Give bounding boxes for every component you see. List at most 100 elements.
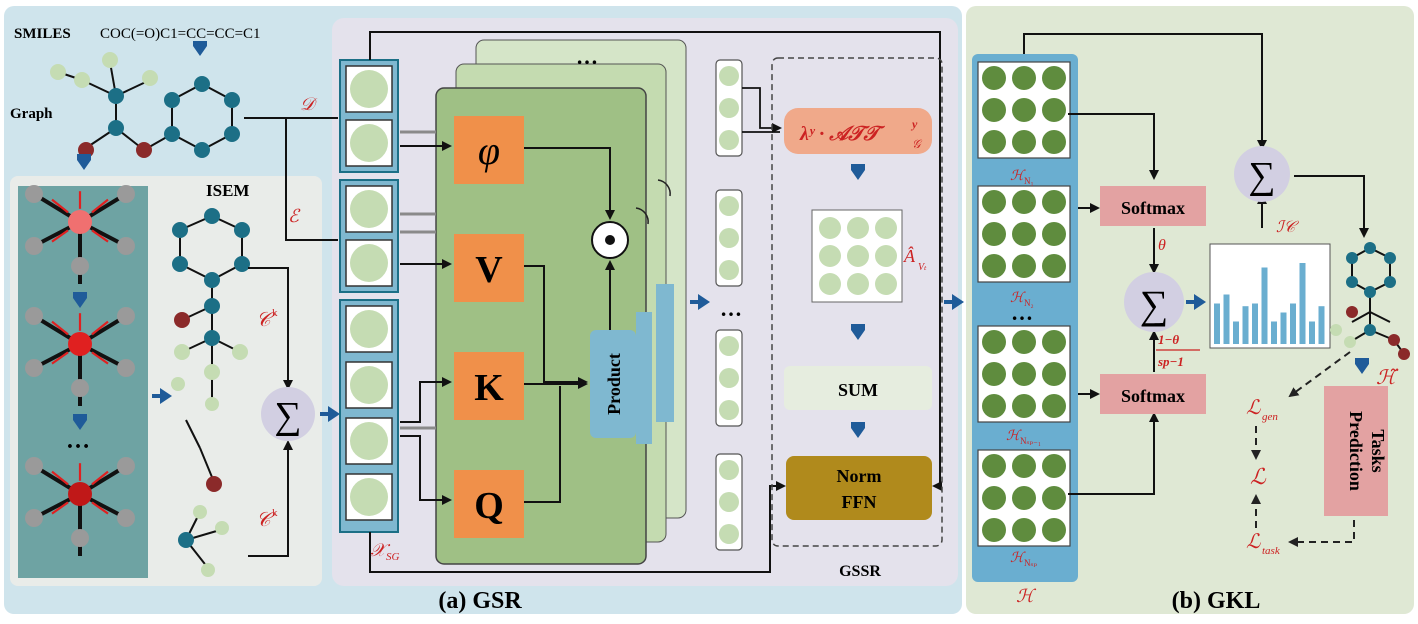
h-grid-cell [982,454,1006,478]
h-grid-cell [982,394,1006,418]
isem-arrow-bottom [248,440,293,557]
fragment-node [206,476,222,492]
step-neighbor-node [25,185,43,203]
h-tilde-label: ℋ̃ [1376,367,1399,389]
importance-bars [1214,263,1325,344]
h-grid-cell [982,190,1006,214]
step-neighbor-node [25,237,43,255]
fragment-node [171,377,185,391]
middle-layer-hadamard-arc [635,207,649,225]
h-grid-cell [1012,254,1036,278]
h-n2-label: ℋ [1010,291,1026,306]
importance-bar [1271,321,1277,344]
att-box [784,108,932,154]
h-grid-cell [1042,518,1066,542]
step-neighbor-node [117,237,135,255]
softmax-top-label: Softmax [1121,198,1185,218]
importance-bar [1309,321,1315,344]
a-hat-cell [875,217,897,239]
isem-step-molecules [25,185,135,556]
h-grid-cell [1042,66,1066,90]
k-box: K [454,352,524,420]
step-center-node [68,332,92,356]
smiles-string: COC(=O)C1=CC=CC=C1 [100,26,261,42]
sum-to-xsg-arrow [320,406,340,422]
isem-step-2 [25,307,135,430]
head-cell [719,336,739,356]
h-grid-cell [1012,362,1036,386]
norm-label: Norm [837,466,882,486]
tasks-label: Tasks [1368,429,1388,472]
head-cell [719,260,739,280]
h-grid-cell [1012,98,1036,122]
gkl-arrows [1023,33,1369,495]
ic-sum-node [1234,146,1290,202]
importance-bar [1242,306,1249,344]
smiles-to-graph-arrow [193,41,207,56]
h-grid-cell [1042,394,1066,418]
fragment-node [215,521,229,535]
ic-sum-symbol: ∑ [1248,155,1275,197]
importance-bar [1280,312,1287,344]
loss-arrows [1251,351,1355,547]
steps-to-molecule-arrow [152,388,172,404]
softmax-bottom-box [1100,374,1206,414]
hadamard-dot [605,235,615,245]
gssr-box [771,57,943,547]
importance-bar [1290,303,1296,344]
importance-bar [1233,321,1239,344]
step-neighbor-node [25,307,43,325]
q-box: Q [454,470,524,538]
molecule-to-tasks-arrow [1355,358,1369,374]
ck-sup-lower: k [272,507,278,519]
head-cell [719,368,739,388]
isem-ring-nodes [172,208,250,380]
ic-label: ℐ𝒞 [1276,219,1300,236]
head-cell [719,400,739,420]
fragment-node [193,505,207,519]
isem-arrow-top [248,267,293,390]
h-grid-cell [1042,130,1066,154]
importance-bar [1318,306,1325,344]
caption-gsr: (a) GSR [438,588,522,614]
att-sup: y [910,117,918,131]
h-label: ℋ [1016,586,1037,606]
gssr-label: GSSR [839,563,881,580]
output-molecule-nodes [1330,242,1410,360]
h-grid-cell [1042,454,1066,478]
softmax-bottom-label: Softmax [1121,386,1185,406]
step-neighbor-node [71,257,89,275]
head-cell [719,228,739,248]
ck-sup-upper: k [272,307,278,319]
graph-label: Graph [10,106,53,122]
importance-bar [1252,303,1258,344]
product-box [590,330,636,438]
h-dots: … [1011,300,1033,325]
xsg-column [339,299,399,533]
frac-numerator: 1−θ [1158,332,1179,347]
h-nsp-label: ℋ [1010,551,1026,566]
attention-head-columns [715,59,743,551]
h-grid-cell [1012,486,1036,510]
att-sub: 𝒢 [912,137,923,151]
h-subgraph-grids [977,61,1071,547]
head-cell [719,492,739,512]
a-hat-cell [875,273,897,295]
graph-to-isem-arrow [77,154,91,170]
isem-steps-dots: … [66,428,90,454]
h-nsp1-sub: Nₛₚ₋₁ [1020,436,1041,446]
a-hat-cell [847,245,869,267]
v-box: V [454,234,524,302]
back-layer-product [656,284,674,422]
phi-box: φ [454,116,524,184]
ffn-label: FFN [842,492,877,512]
svg-text:Q: Q [474,485,504,527]
isem-sum-symbol: ∑ [274,395,301,437]
h-grid-cell [1042,98,1066,122]
head-to-att-arrow [742,87,782,133]
l-total-label: ℒ [1250,464,1267,489]
l-gen-sub: gen [1262,411,1278,423]
isem-sum-node [261,387,315,441]
step-neighbor-node [71,529,89,547]
fragment-node [205,397,219,411]
